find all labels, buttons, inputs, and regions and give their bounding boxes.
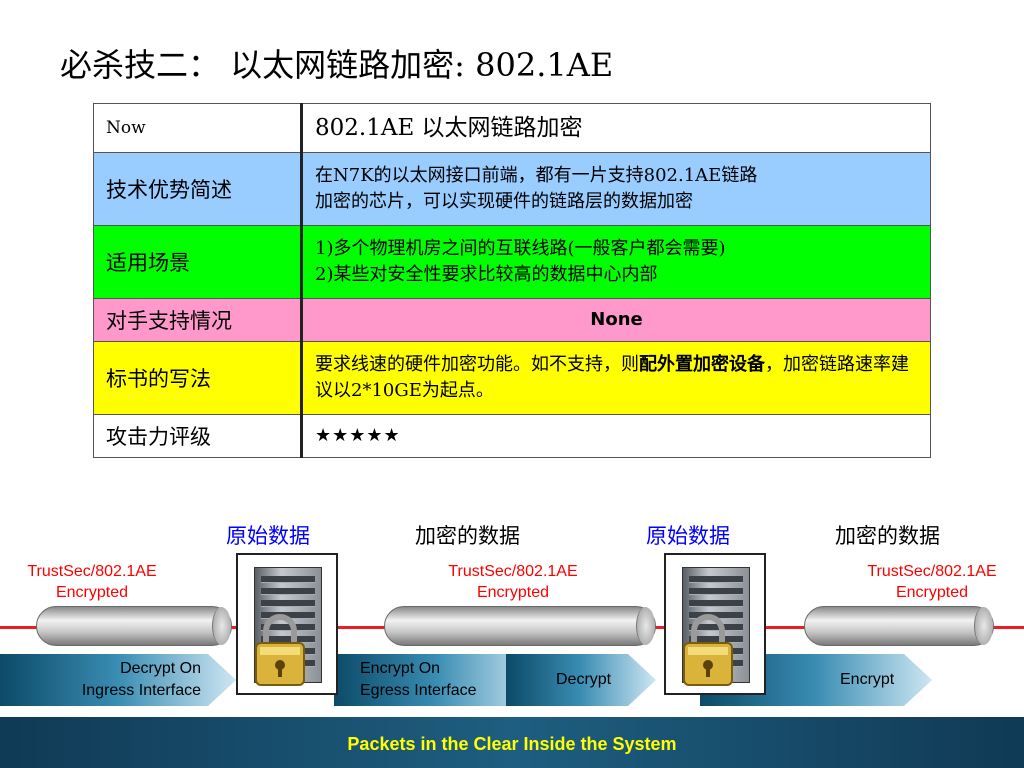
table-row: 攻击力评级 ★★★★★ [93, 414, 931, 458]
row-value-line: 1)多个物理机房之间的互联线路(一般客户都会需要) [315, 238, 726, 259]
arrow-label-line: Egress Interface [360, 682, 477, 699]
row-value: 1)多个物理机房之间的互联线路(一般客户都会需要) 2)某些对安全性要求比较高的… [301, 225, 931, 299]
encrypted-link-pipe [804, 606, 994, 646]
row-value: 802.1AE 以太网链路加密 [301, 103, 931, 153]
table-row: Now 802.1AE 以太网链路加密 [93, 103, 931, 153]
row-key: 对手支持情况 [93, 298, 303, 342]
encrypted-caption-line: TrustSec/802.1AE [448, 563, 578, 580]
row-key: 适用场景 [93, 225, 303, 299]
row-value-line: 在N7K的以太网接口前端，都有一片支持802.1AE链路 [315, 165, 758, 186]
table-row: 标书的写法 要求线速的硬件加密功能。如不支持，则配外置加密设备，加密链路速率建议… [93, 341, 931, 415]
encrypted-caption-line: TrustSec/802.1AE [27, 563, 157, 580]
row-value-text: ，加密链路速率建议以2*10GE为起点。 [315, 354, 909, 401]
page-title: 必杀技二： 以太网链路加密: 802.1AE [60, 46, 614, 84]
encrypted-caption: TrustSec/802.1AE Encrypted [12, 561, 172, 603]
row-value-line: 加密的芯片，可以实现硬件的链路层的数据加密 [315, 191, 693, 212]
row-value: None [301, 298, 931, 342]
encrypted-link-pipe [36, 606, 232, 646]
row-key: 标书的写法 [93, 341, 303, 415]
padlock-icon [683, 614, 733, 686]
table-row: 技术优势简述 在N7K的以太网接口前端，都有一片支持802.1AE链路 加密的芯… [93, 152, 931, 226]
arrow-label-line: Encrypt On [360, 660, 441, 677]
encrypted-caption: TrustSec/802.1AE Encrypted [433, 561, 593, 603]
encrypted-caption-line: TrustSec/802.1AE [867, 563, 997, 580]
row-value-text: 要求线速的硬件加密功能。如不支持，则 [315, 354, 639, 375]
plain-data-label: 原始数据 [226, 524, 310, 548]
arrow-label: Decrypt On Ingress Interface [55, 658, 201, 702]
table-row: 适用场景 1)多个物理机房之间的互联线路(一般客户都会需要) 2)某些对安全性要… [93, 225, 931, 299]
encrypted-caption: TrustSec/802.1AE Encrypted [852, 561, 1012, 603]
encrypt-egress-arrow [334, 654, 538, 706]
row-value-line: 2)某些对安全性要求比较高的数据中心内部 [315, 264, 658, 285]
bottom-banner [0, 717, 1024, 768]
row-key: 攻击力评级 [93, 414, 303, 458]
encrypted-caption-line: Encrypted [55, 584, 129, 601]
decrypt-ingress-arrow [0, 654, 236, 706]
row-value-emphasis: 配外置加密设备 [639, 354, 765, 375]
decrypt-arrow [506, 654, 656, 706]
switch-device [236, 553, 338, 695]
row-value: 要求线速的硬件加密功能。如不支持，则配外置加密设备，加密链路速率建议以2*10G… [301, 341, 931, 415]
switch-device [664, 553, 766, 695]
row-key: 技术优势简述 [93, 152, 303, 226]
plain-data-label: 原始数据 [646, 524, 730, 548]
arrow-label-line: Decrypt On [120, 660, 201, 677]
encrypted-data-label: 加密的数据 [835, 524, 940, 548]
table-row: 对手支持情况 None [93, 298, 931, 342]
arrow-label-line: Ingress Interface [81, 682, 201, 699]
arrow-label: Decrypt [556, 671, 612, 688]
feature-table: Now 802.1AE 以太网链路加密 技术优势简述 在N7K的以太网接口前端，… [93, 103, 931, 458]
encrypted-link-pipe [384, 606, 656, 646]
arrow-label: Encrypt [840, 671, 895, 688]
encrypted-data-label: 加密的数据 [415, 524, 520, 548]
encrypted-caption-line: Encrypted [895, 584, 969, 601]
arrow-label: Encrypt On Egress Interface [360, 658, 477, 702]
row-key: Now [93, 103, 303, 153]
row-value: 在N7K的以太网接口前端，都有一片支持802.1AE链路 加密的芯片，可以实现硬… [301, 152, 931, 226]
encrypted-caption-line: Encrypted [476, 584, 550, 601]
bottom-banner-text: Packets in the Clear Inside the System [347, 734, 677, 754]
padlock-icon [255, 614, 305, 686]
star-rating: ★★★★★ [301, 414, 931, 458]
